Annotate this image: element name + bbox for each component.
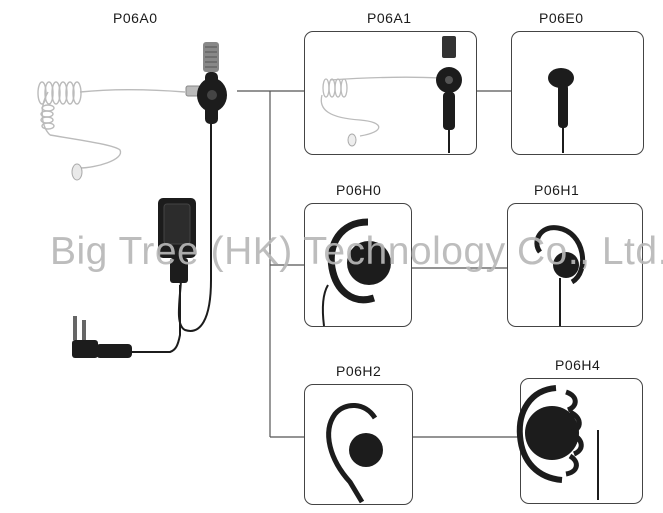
ptt-microphone-icon [158,198,196,283]
product-label-a1: P06A1 [367,10,412,26]
product-label-main: P06A0 [113,10,158,26]
product-label-e0: P06E0 [539,10,584,26]
product-label-h0: P06H0 [336,182,382,198]
product-label-h1: P06H1 [534,182,580,198]
product-card-e0[interactable] [511,31,644,155]
product-label-h4: P06H4 [555,357,601,373]
radio-connector-icon [72,316,132,358]
product-label-h2: P06H2 [336,363,382,379]
watermark: Big Tree (HK) Technology Co., Ltd. [50,230,663,273]
acoustic-tube-icon [37,81,186,169]
earpiece-icon [185,42,227,124]
